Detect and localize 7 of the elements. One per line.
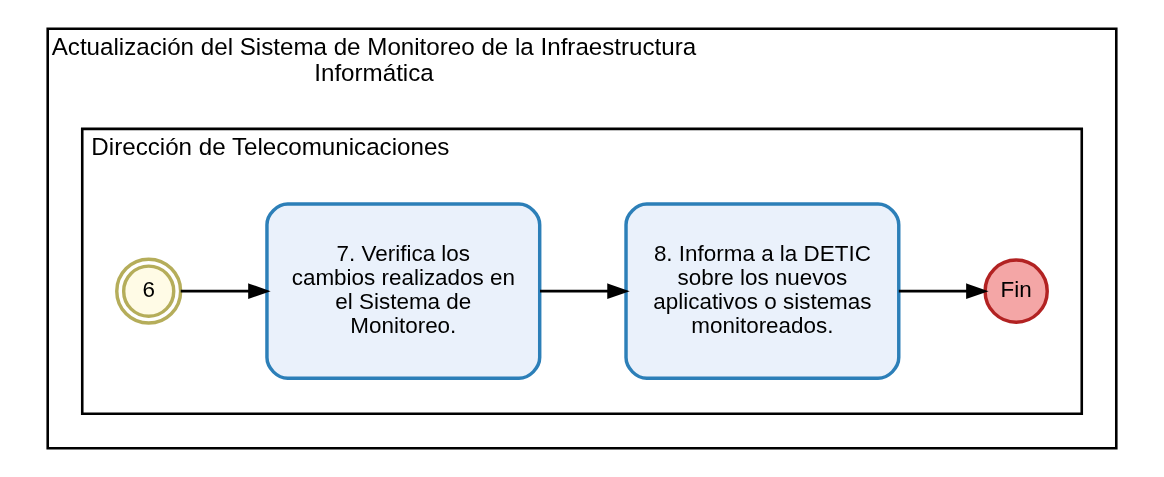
- node-circle: Fin: [983, 258, 1049, 324]
- node-box: 7. Verifica los cambios realizados en el Sistema de Monitoreo.: [265, 202, 542, 381]
- arrow: [540, 283, 630, 299]
- arrow: [180, 283, 271, 299]
- arrow: [898, 283, 989, 299]
- node-circle: 6: [115, 257, 183, 325]
- node-box: 8. Informa a la DETIC sobre los nuevos aplicativos o sistemas monitoreados.: [624, 202, 901, 381]
